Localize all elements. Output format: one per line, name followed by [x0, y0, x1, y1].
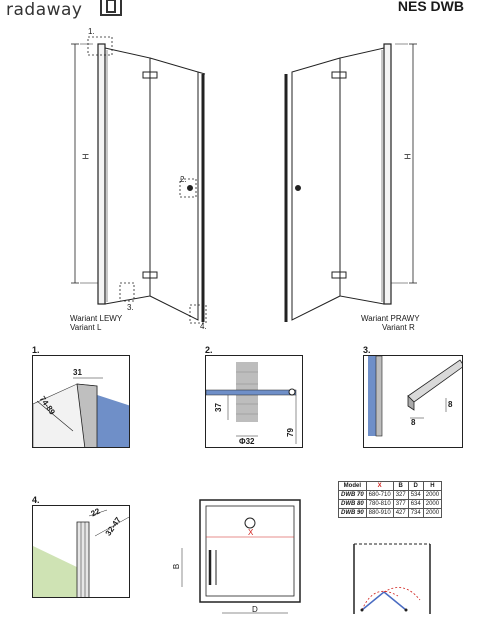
- model-title: NES DWB: [397, 0, 464, 14]
- detail-1-dim-width: 31: [73, 368, 82, 377]
- table-cell: DWB 70: [338, 490, 367, 500]
- detail-3-title: 3.: [363, 345, 371, 355]
- height-label-right: H: [403, 153, 413, 160]
- table-cell: 377: [392, 499, 409, 509]
- detail-1-panel: 31 74-89: [32, 355, 130, 448]
- callout-2: 2.: [180, 175, 187, 184]
- door-swing-diagram: [353, 543, 431, 614]
- table-row: DWB 90 880-910 427 734 2000: [338, 508, 443, 518]
- variant-left-sublabel: Variant L: [70, 323, 102, 332]
- callout-3: 3.: [127, 303, 134, 312]
- detail-2-panel: 37 79 Φ32: [205, 355, 303, 448]
- right-variant-door: [284, 43, 417, 322]
- detail-2-dim-diameter: Φ32: [239, 437, 255, 446]
- table-header: B: [392, 481, 409, 491]
- detail-4-title: 4.: [32, 495, 40, 505]
- detail-2-title: 2.: [205, 345, 213, 355]
- table-cell: DWB 90: [338, 508, 367, 518]
- left-variant-door: [71, 36, 207, 324]
- table-cell: DWB 80: [338, 499, 367, 509]
- detail-3-panel: 8 8: [363, 355, 463, 448]
- table-cell: 534: [407, 490, 424, 500]
- plan-view-drawing: [181, 499, 301, 614]
- detail-3-dim-height: 8: [448, 400, 453, 409]
- detail-2-dim-37: 37: [213, 403, 223, 412]
- table-cell: 427: [392, 508, 409, 518]
- variant-left-label: Wariant LEWY: [70, 314, 123, 323]
- table-cell: 327: [392, 490, 409, 500]
- detail-3-dim-width: 8: [411, 418, 416, 427]
- detail-4-panel: 22 32-47: [32, 505, 130, 598]
- detail-1-title: 1.: [32, 345, 40, 355]
- table-cell: 880-910: [365, 508, 394, 518]
- table-row: DWB 80 780-810 377 634 2000: [338, 499, 443, 509]
- table-header-row: Model X B D H: [338, 481, 443, 491]
- plan-dim-x: X: [248, 528, 254, 537]
- dimensions-table: Model X B D H DWB 70 680-710 327 534 200…: [338, 481, 443, 518]
- brand-logo: radaway: [6, 0, 83, 20]
- table-header: X: [365, 481, 394, 491]
- table-cell: 680-710: [365, 490, 394, 500]
- brand-logo-mark: [100, 0, 122, 16]
- table-cell: 2000: [422, 490, 443, 500]
- table-header: D: [407, 481, 424, 491]
- variant-right-label: Wariant PRAWY: [361, 314, 420, 323]
- table-cell: 780-810: [365, 499, 394, 509]
- table-cell: 734: [407, 508, 424, 518]
- table-row: DWB 70 680-710 327 534 2000: [338, 490, 443, 500]
- table-cell: 2000: [422, 508, 443, 518]
- plan-dim-b: B: [172, 563, 182, 570]
- door-elevation-drawing: [71, 36, 417, 324]
- table-cell: 634: [407, 499, 424, 509]
- callout-1: 1.: [88, 27, 95, 36]
- table-header: Model: [338, 481, 367, 491]
- variant-right-sublabel: Variant R: [382, 323, 415, 332]
- table-header: H: [422, 481, 443, 491]
- callout-4: 4.: [200, 322, 207, 331]
- table-cell: 2000: [422, 499, 443, 509]
- detail-2-dim-79: 79: [285, 428, 295, 437]
- height-label-left: H: [81, 153, 91, 160]
- plan-dim-d: D: [252, 605, 258, 614]
